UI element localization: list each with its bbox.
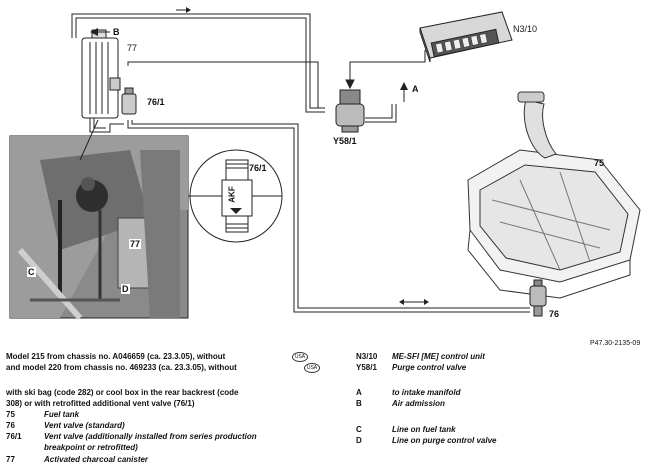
control-unit-n3-10 [419,11,513,63]
purge-control-valve-y58-1 [335,89,365,133]
legend-key: B [356,399,362,408]
label-n3-10: N3/10 [513,24,538,34]
flow-arrow-bottom-icon [399,299,429,305]
signal-line [345,50,426,90]
legend-key: N3/10 [356,352,378,361]
legend-key: C [356,425,362,434]
reference-code: P47.30-2135-09 [590,340,641,347]
label-inset-77: 77 [129,239,142,249]
photo-inset [9,135,189,320]
label-b: B [113,27,120,37]
label-76: 76 [549,309,560,319]
label-c: C [27,267,36,277]
label-y58-1: Y58/1 [333,136,357,146]
label-a: A [412,84,419,94]
legend-key: Y58/1 [356,363,377,372]
callout-line [79,119,99,161]
usa-badge-2: USA [304,363,320,373]
usa-badge-1: USA [292,352,308,362]
legend-key: D [356,436,362,445]
charcoal-canister-77 [81,29,121,119]
legend-text: Fuel tank [44,410,80,419]
label-inset-76-1: 76/1 [249,163,267,173]
legend-key: 76/1 [6,432,22,441]
purge-lines [71,13,530,313]
legend-text: Line on purge control valve [392,436,497,445]
legend-key: 76 [6,421,15,430]
legend-key: 77 [6,455,15,464]
legend-text: Purge control valve [392,363,467,372]
detail-inset-76-1 [189,149,283,243]
label-77: 77 [127,43,138,53]
label-akf: AKF [227,186,237,203]
legend-key: 75 [6,410,15,419]
legend-text: Air admission [392,399,445,408]
label-75: 75 [594,158,605,168]
flow-arrow-top-icon [176,7,191,13]
vent-valve-76 [529,279,547,317]
legend-text: breakpoint or retrofitted) [44,443,138,452]
arrow-b-icon [90,28,110,36]
legend-model-line-1: Model 215 from chassis no. A046659 (ca. … [6,352,226,361]
legend-key: A [356,388,362,397]
fuel-tank-75 [467,91,641,299]
vent-valve-76-1 [121,87,137,115]
label-d: D [121,284,130,294]
legend-note-1: with ski bag (code 282) or cool box in t… [6,388,239,397]
legend-text: Line on fuel tank [392,425,456,434]
arrow-a-icon [400,82,408,102]
legend-text: ME-SFI [ME] control unit [392,352,485,361]
legend-note-2: 308) or with retrofitted additional vent… [6,399,195,408]
legend-text: to intake manifold [392,388,461,397]
legend-text: Activated charcoal canister [44,455,149,464]
label-76-1: 76/1 [147,97,165,107]
legend-text: Vent valve (additionally installed from … [44,432,257,441]
legend-model-line-2: and model 220 from chassis no. 469233 (c… [6,363,237,372]
legend-text: Vent valve (standard) [44,421,125,430]
